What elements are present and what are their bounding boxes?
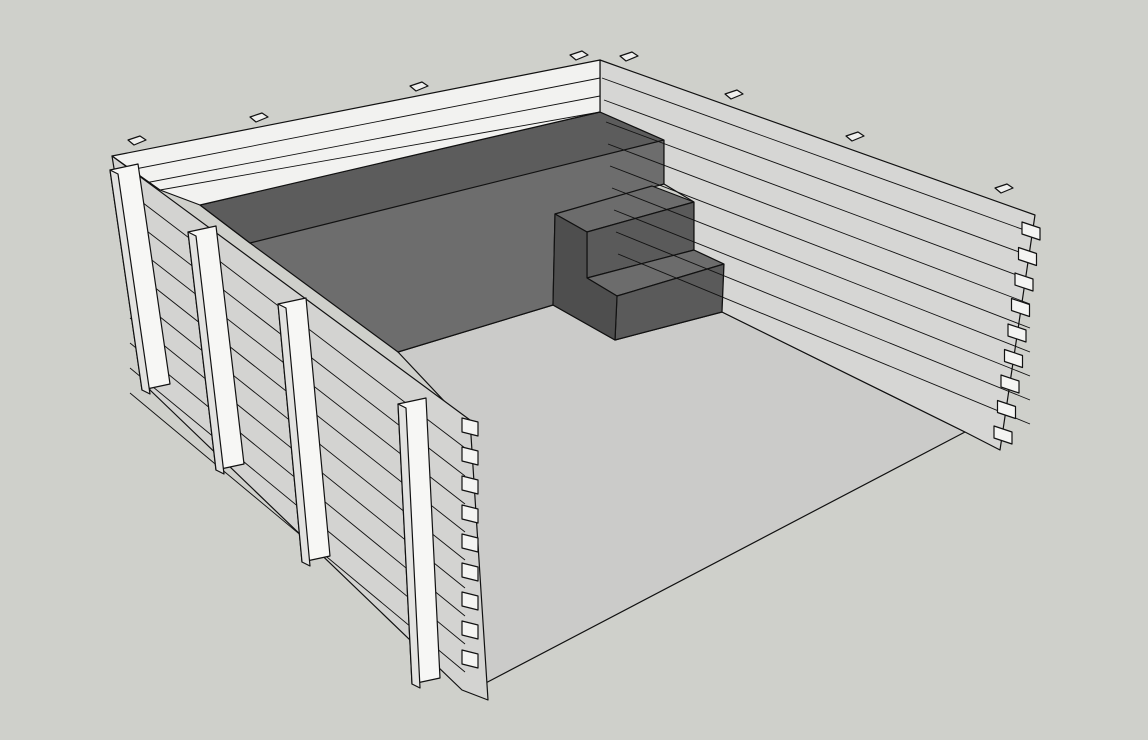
top-log-notch	[994, 183, 1014, 194]
left-wall-log-end	[461, 417, 479, 437]
left-wall-log-end	[461, 475, 479, 495]
right-wall-log-end	[1010, 297, 1031, 318]
right-log-wall	[599, 59, 1041, 451]
left-wall-log-end	[461, 504, 479, 524]
wall-post-side	[187, 231, 225, 475]
left-wall-log-end	[461, 533, 479, 553]
left-wall-log-end	[461, 446, 479, 466]
top-log-notch	[569, 50, 589, 61]
right-wall-log-end	[996, 399, 1017, 420]
right-wall-course-line	[601, 77, 1031, 233]
right-wall-course-line	[613, 209, 1031, 377]
top-log-notch	[724, 89, 744, 100]
right-wall-course-line	[615, 231, 1031, 401]
left-wall-log-end	[461, 562, 479, 582]
wall-post-side	[277, 303, 311, 567]
back-log-wall	[111, 50, 1014, 206]
left-wall-log-end	[461, 649, 479, 669]
left-log-wall	[109, 155, 489, 701]
right-wall-log-end	[1017, 246, 1038, 267]
right-wall-log-end	[1007, 323, 1027, 343]
right-wall-log-end	[1021, 221, 1041, 241]
right-wall-course-line	[617, 253, 1031, 425]
back-wall-top-face	[111, 59, 601, 206]
top-log-notch	[619, 51, 639, 62]
right-wall-log-end	[1014, 272, 1034, 292]
right-wall-course-line	[611, 187, 1031, 353]
right-wall-log-end	[1000, 374, 1020, 394]
right-wall-course-line	[607, 143, 1031, 305]
right-wall-course-line	[603, 99, 1031, 257]
top-log-notch	[249, 112, 269, 123]
top-log-notch	[409, 81, 429, 92]
right-wall-course-line	[605, 121, 1031, 281]
stair-side	[552, 213, 618, 341]
wall-post-side	[397, 403, 421, 689]
right-wall-log-end	[993, 425, 1013, 445]
wall-post-side	[109, 169, 151, 395]
right-wall-log-end	[1003, 348, 1024, 369]
top-log-notch	[127, 135, 147, 146]
right-wall-course-line	[609, 165, 1031, 329]
left-wall-log-end	[461, 591, 479, 611]
top-log-notch	[845, 131, 865, 142]
left-wall-log-end	[461, 620, 479, 640]
